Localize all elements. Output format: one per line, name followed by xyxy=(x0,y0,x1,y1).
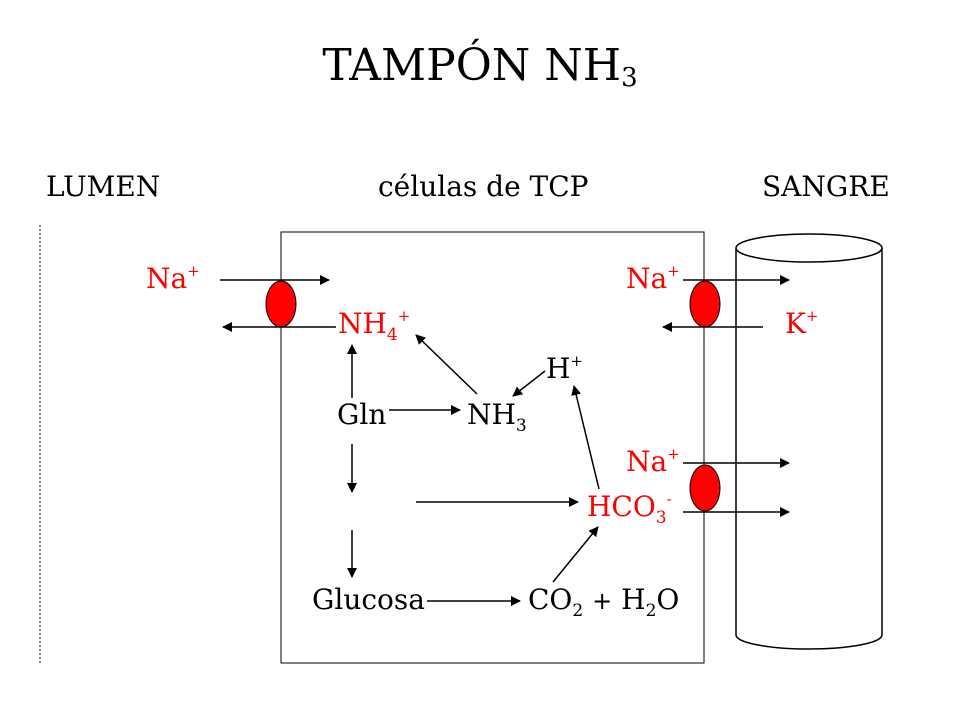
transporter-basolateral-na-hco3 xyxy=(689,464,721,512)
label-nh3: NH3 xyxy=(467,398,527,436)
arrow-co2-to-hco3 xyxy=(552,526,599,583)
header-cells: células de TCP xyxy=(378,170,589,203)
label-k: K+ xyxy=(785,307,819,340)
header-blood: SANGRE xyxy=(762,170,890,203)
label-h: H+ xyxy=(546,352,583,385)
label-nh4: NH4+ xyxy=(338,307,411,345)
label-hco3: HCO3- xyxy=(587,490,672,528)
tcp-cell-box xyxy=(280,231,705,664)
transporter-basolateral-na-k xyxy=(689,280,721,328)
blood-vessel-cylinder xyxy=(735,248,883,635)
blood-vessel-bottom xyxy=(735,634,883,650)
label-glucosa: Glucosa xyxy=(312,583,425,616)
arrow-nh3-to-nh4 xyxy=(415,334,478,395)
label-na-lumen: Na+ xyxy=(146,262,200,295)
label-na-top-right: Na+ xyxy=(626,262,680,295)
blood-vessel-top xyxy=(735,233,883,263)
header-lumen: LUMEN xyxy=(46,170,161,203)
label-co2-h2o: CO2 + H2O xyxy=(528,583,680,621)
label-na-mid-right: Na+ xyxy=(626,445,680,478)
transporter-apical-na-nh4 xyxy=(265,280,297,328)
arrow-hco3-to-h xyxy=(571,385,600,490)
label-gln: Gln xyxy=(337,398,387,431)
diagram-title: TAMPÓN NH3 xyxy=(322,40,638,93)
arrow-h-to-nh3 xyxy=(512,370,546,397)
